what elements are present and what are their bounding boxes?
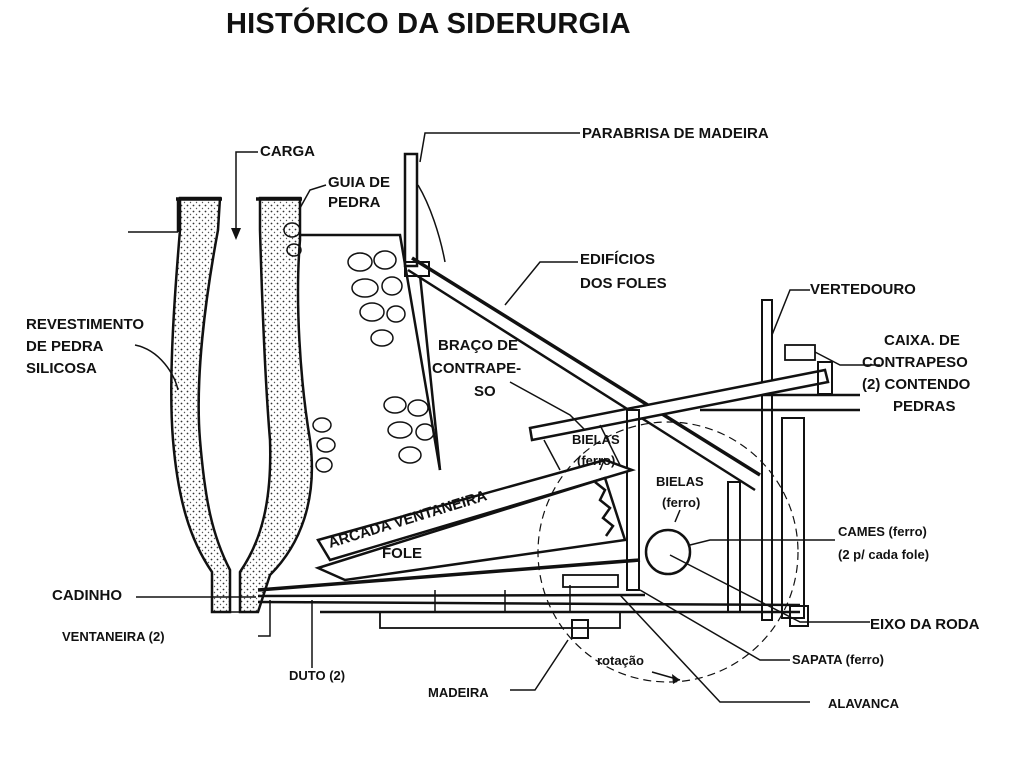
frame-structure: [700, 299, 860, 627]
furnace-left-wall: [170, 196, 232, 614]
label-carga: CARGA: [260, 143, 315, 160]
label-vertedouro: VERTEDOURO: [810, 281, 916, 298]
bellows-building: [403, 152, 761, 492]
label-braco-de: BRAÇO DE: [438, 337, 518, 354]
label-contrapeso: CONTRAPESO: [862, 354, 968, 371]
page-title: HISTÓRICO DA SIDERURGIA: [226, 8, 631, 40]
label-2-contendo: (2) CONTENDO: [862, 376, 971, 393]
label-parabrisa: PARABRISA DE MADEIRA: [582, 125, 769, 142]
label-silicosa: SILICOSA: [26, 360, 97, 377]
label-edificios: EDIFÍCIOS: [580, 251, 655, 268]
label-fole: FOLE: [382, 545, 422, 562]
label-bielas-2-ferro: (ferro): [662, 495, 700, 510]
label-ventaneira: VENTANEIRA (2): [62, 629, 165, 644]
label-cadinho: CADINHO: [52, 587, 122, 604]
leader-lines: [134, 132, 880, 703]
label-de-pedra: DE PEDRA: [26, 338, 104, 355]
label-guia-de: GUIA DE: [328, 174, 390, 191]
label-sapata: SAPATA (ferro): [792, 652, 884, 667]
label-contrape: CONTRAPE-: [432, 360, 521, 377]
water-wheel: [537, 421, 799, 684]
label-duto: DUTO (2): [289, 668, 345, 683]
label-so: SO: [474, 383, 496, 400]
stone-guide-wall: [283, 222, 442, 473]
label-rotacao: rotação: [597, 653, 644, 668]
label-madeira: MADEIRA: [428, 685, 489, 700]
furnace-right-wall: [238, 196, 314, 614]
label-alavanca: ALAVANCA: [828, 696, 900, 711]
label-bielas-1: BIELAS: [572, 432, 620, 447]
label-cames: CAMES (ferro): [838, 524, 927, 539]
label-bielas-1-ferro: (ferro): [577, 453, 615, 468]
label-bielas-2: BIELAS: [656, 474, 704, 489]
bellows-assembly: [257, 458, 801, 629]
label-dos-foles: DOS FOLES: [580, 275, 667, 292]
label-revestimento: REVESTIMENTO: [26, 316, 144, 333]
label-cames-2: (2 p/ cada fole): [838, 547, 929, 562]
furnace-stack: [128, 196, 314, 614]
label-eixo-da-roda: EIXO DA RODA: [870, 616, 980, 633]
counterweight-arm: [528, 361, 833, 591]
label-pedra: PEDRA: [328, 194, 381, 211]
label-caixa-de: CAIXA. DE: [884, 332, 960, 349]
label-pedras: PEDRAS: [893, 398, 956, 415]
